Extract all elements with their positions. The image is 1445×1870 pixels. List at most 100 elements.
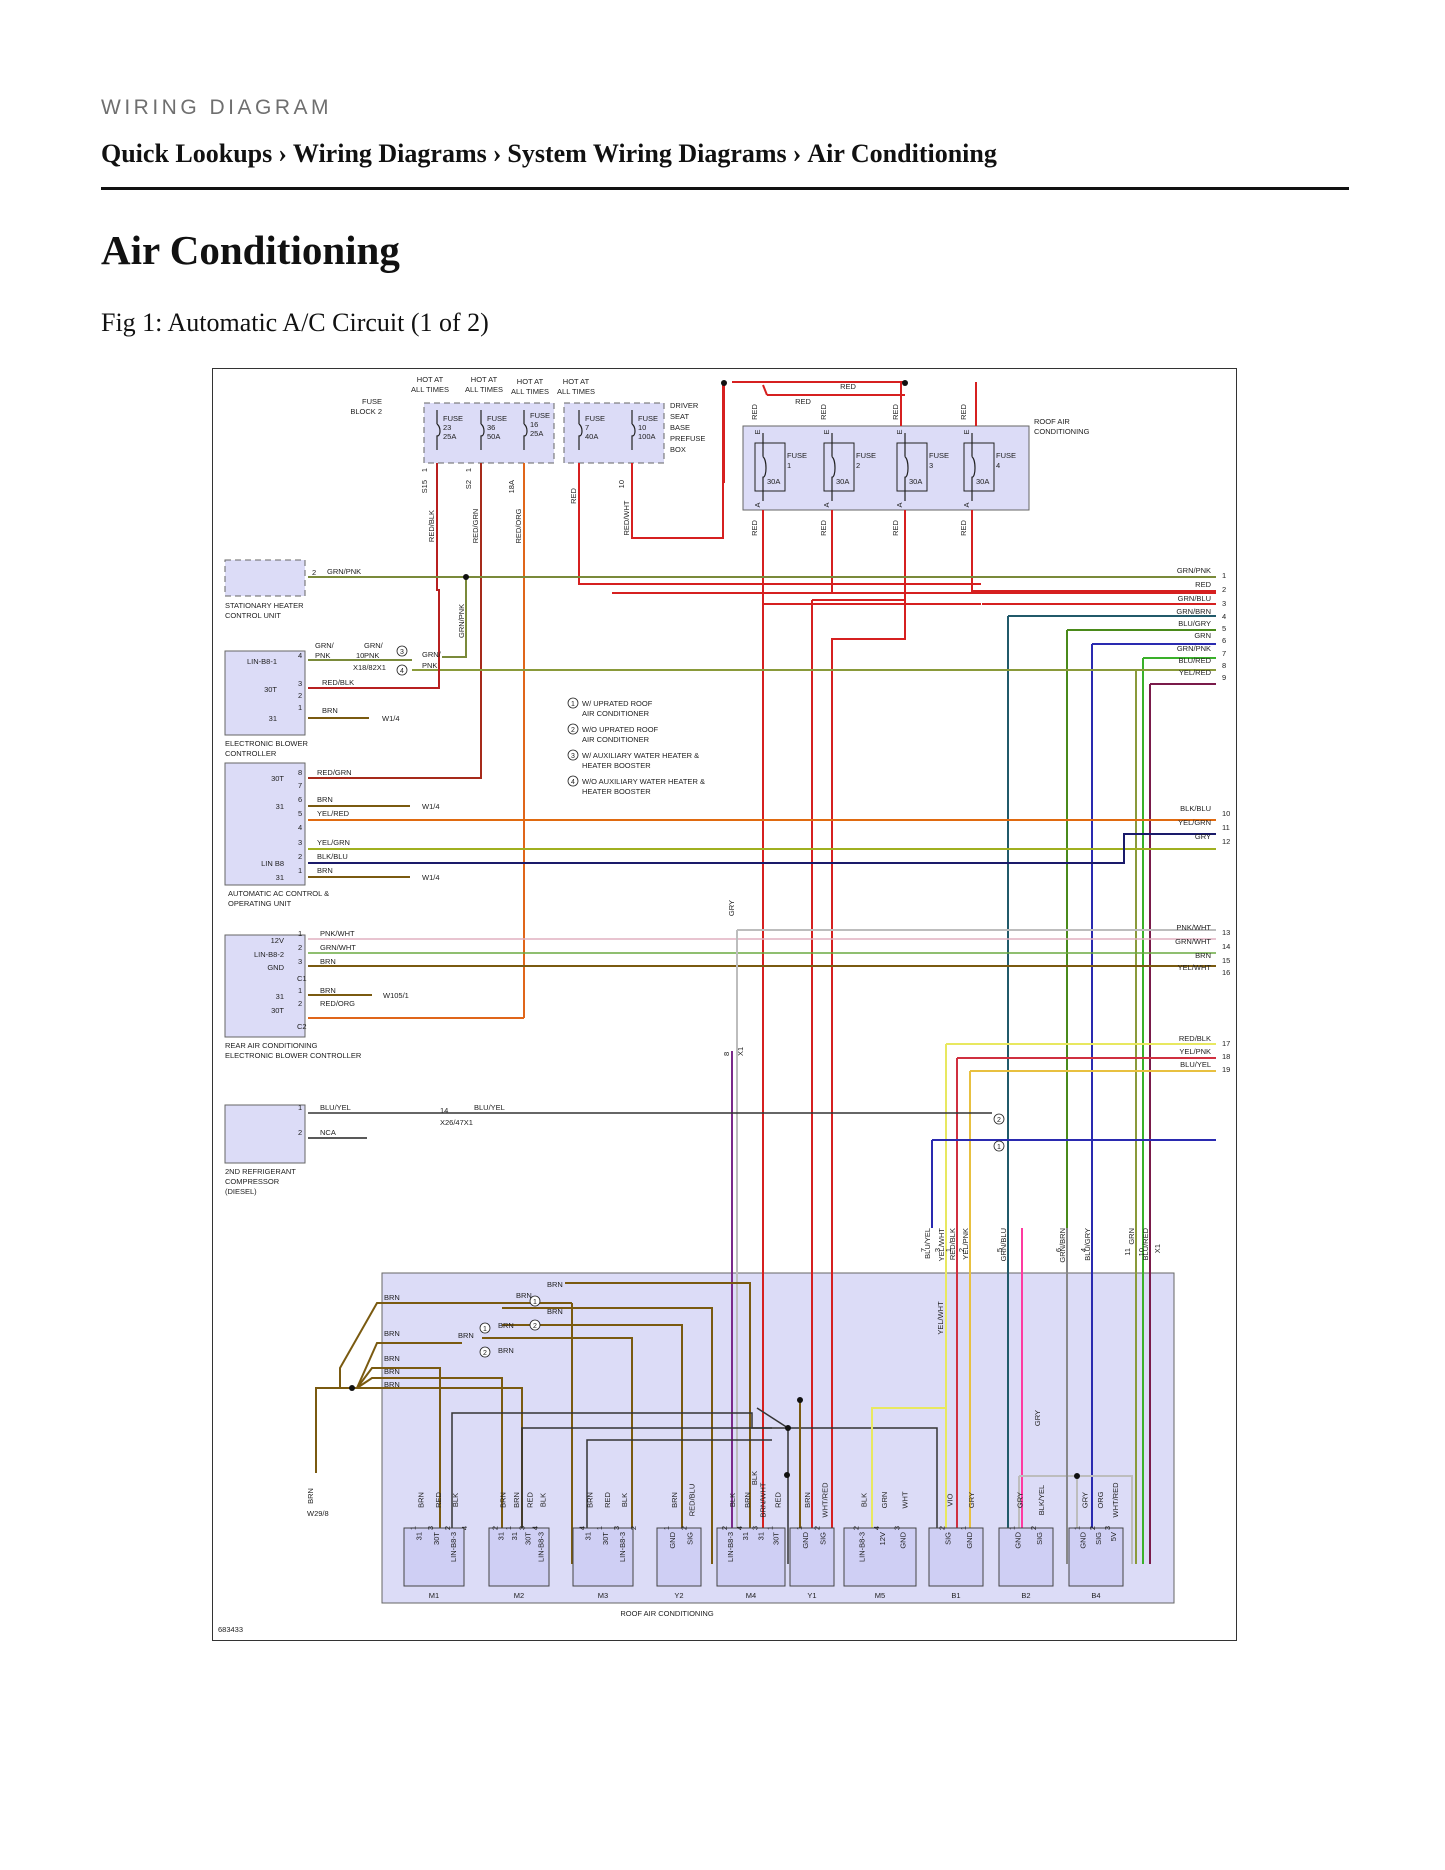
breadcrumb-system-wiring-diagrams[interactable]: System Wiring Diagrams — [507, 139, 787, 168]
motor-pin-label: LIN-B8-3 — [618, 1532, 627, 1562]
fuse-pin-label: 1 — [420, 468, 429, 472]
motor-pin-number: 3 — [893, 1526, 902, 1530]
motor-pin-label: SIG — [943, 1532, 952, 1545]
legend-text: AIR CONDITIONER — [582, 709, 650, 718]
motor-pin-number: 2 — [813, 1526, 822, 1530]
pin-number: 2 — [298, 691, 302, 700]
fuse-label: FUSE — [585, 414, 605, 423]
motor-pin-number: 2 — [629, 1526, 638, 1530]
motor-pin-label: GND — [1078, 1531, 1087, 1548]
wire-label: BRN — [458, 1331, 474, 1340]
fuse-label: 36 — [487, 423, 495, 432]
wire-label: BLU/YEL — [474, 1103, 505, 1112]
fuse-pin-label: E — [895, 429, 904, 434]
wire-label: PNK — [315, 651, 330, 660]
pin-number: 1 — [298, 866, 302, 875]
pin-label: LIN-B8-2 — [254, 950, 284, 959]
motor-wire-label: BRN — [586, 1492, 595, 1508]
fuse-pin-label: S2 — [464, 480, 473, 489]
roof-fuse-box — [742, 425, 1030, 511]
x1-pin-number: 2 — [957, 1248, 966, 1252]
motor-name: M4 — [746, 1591, 756, 1600]
right-edge-connector-number: 17 — [1222, 1039, 1230, 1048]
right-edge-wire-label: GRY — [1195, 832, 1211, 841]
motor-pin-label: 30T — [432, 1532, 441, 1545]
breadcrumb-wiring-diagrams[interactable]: Wiring Diagrams — [292, 139, 487, 168]
breadcrumb-separator: › — [792, 139, 802, 168]
motor-pin-number: 3 — [426, 1526, 435, 1530]
motor-pin-number: 3 — [750, 1526, 759, 1530]
fuse-pin-label: E — [822, 429, 831, 434]
fuse-label: 16 — [530, 420, 538, 429]
wire-label: BLK/BLU — [317, 852, 348, 861]
option-marker-number: 4 — [571, 779, 575, 786]
motor-name: B1 — [951, 1591, 960, 1600]
pin-number: 2 — [298, 852, 302, 861]
motor-pin-label: GND — [801, 1531, 810, 1548]
wire-label: RED — [569, 488, 578, 504]
prefuse-box-label: BOX — [670, 445, 686, 454]
prefuse-box — [563, 402, 665, 464]
fuse-amp-label: 30A — [767, 477, 780, 486]
right-edge-connector-number: 13 — [1222, 928, 1230, 937]
motor-pin-number: 1 — [959, 1526, 968, 1530]
breadcrumb-quick-lookups[interactable]: Quick Lookups — [101, 139, 273, 168]
fuse-label: 40A — [585, 432, 598, 441]
right-edge-connector-number: 18 — [1222, 1052, 1230, 1061]
legend-text: W/ UPRATED ROOF — [582, 699, 653, 708]
option-marker-number: 3 — [571, 753, 575, 760]
fuse-label: 1 — [787, 461, 791, 470]
fuse-icon — [904, 433, 909, 501]
prefuse-box-label: PREFUSE — [670, 434, 705, 443]
ground-label: W1/4 — [422, 802, 440, 811]
fuse-label: FUSE — [929, 451, 949, 460]
wire-label: RED — [819, 404, 828, 420]
motor-wire-label: VIO — [945, 1493, 954, 1506]
breadcrumb-separator: › — [492, 139, 502, 168]
wire-label: BRN — [306, 1488, 315, 1504]
motor-wire-label: BRN — [512, 1492, 521, 1508]
motor-pin-label: GND — [1013, 1531, 1022, 1548]
motor-wire-label: ORG — [1096, 1491, 1105, 1508]
wire-label: YEL/GRN — [317, 838, 350, 847]
option-marker-number: 3 — [400, 649, 404, 656]
pin-label: 30T — [271, 1006, 284, 1015]
fuse-label: FUSE — [996, 451, 1016, 460]
pin-label: GND — [267, 963, 284, 972]
right-edge-wire-label: RED — [1195, 580, 1211, 589]
roof-fuse-box-label: ROOF AIR — [1034, 417, 1070, 426]
motor-name: M1 — [429, 1591, 439, 1600]
prefuse-box-label: BASE — [670, 423, 690, 432]
motor-name: M5 — [875, 1591, 885, 1600]
x1-pin-number: 4 — [1079, 1248, 1088, 1252]
right-edge-connector-number: 9 — [1222, 673, 1226, 682]
wire-label: RED — [750, 520, 759, 536]
motor-pin-label: 31 — [510, 1532, 519, 1540]
x1-pin-number: 11 — [1123, 1248, 1132, 1256]
wire-label: RED — [891, 520, 900, 536]
wire-label: BRN — [384, 1380, 400, 1389]
component-label: 2ND REFRIGERANT — [225, 1167, 296, 1176]
ground-label: W1/4 — [422, 873, 440, 882]
option-marker-number: 1 — [483, 1326, 487, 1333]
motor-wire-label: GRY — [967, 1492, 976, 1508]
motor-pin-label: SIG — [686, 1532, 695, 1545]
motor-wire-label: BRN — [670, 1492, 679, 1508]
option-marker-number: 1 — [997, 1144, 1001, 1151]
motor-pin-number: 4 — [578, 1526, 587, 1530]
motor-name: M2 — [514, 1591, 524, 1600]
motor-pin-label: GND — [899, 1531, 908, 1548]
breadcrumb-current: Air Conditioning — [807, 139, 997, 168]
pin-number: 3 — [298, 957, 302, 966]
pin-label: 31 — [276, 873, 284, 882]
pin-number: 14 — [440, 1106, 448, 1115]
junction-dots — [349, 380, 1080, 1479]
fuse-block-2-label: BLOCK 2 — [350, 407, 382, 416]
right-edge-connector-number: 5 — [1222, 624, 1226, 633]
wire-label: GRN/ — [422, 650, 442, 659]
motor-y1 — [789, 1527, 835, 1587]
pin-label: 31 — [269, 714, 277, 723]
right-edge-wire-label: GRN/BLU — [1178, 594, 1211, 603]
